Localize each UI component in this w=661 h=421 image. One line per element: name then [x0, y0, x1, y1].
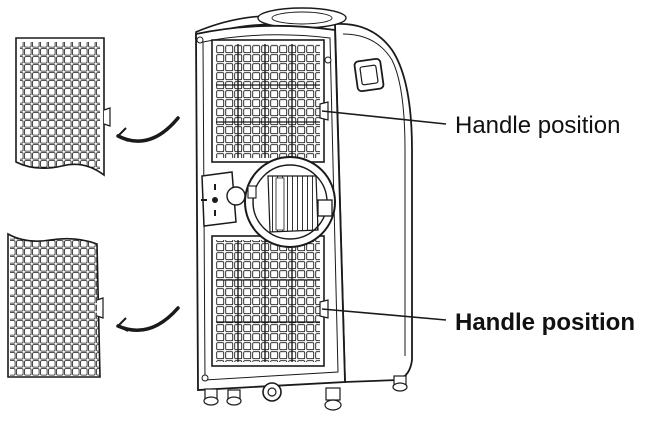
air-conditioner-unit-icon: [195, 7, 413, 411]
caster-wheels: [203, 375, 408, 411]
handle-position-label-lower: Handle position: [455, 309, 635, 336]
lower-curved-arrow-icon: [116, 306, 180, 332]
handle-position-label-upper: Handle position: [455, 112, 621, 139]
upper-leader-line-icon: [321, 110, 447, 125]
upper-curved-arrow-icon: [116, 116, 180, 143]
lower-air-filter-icon: [7, 232, 104, 378]
lower-leader-line-icon: [321, 308, 447, 321]
upper-air-filter-icon: [15, 37, 111, 177]
